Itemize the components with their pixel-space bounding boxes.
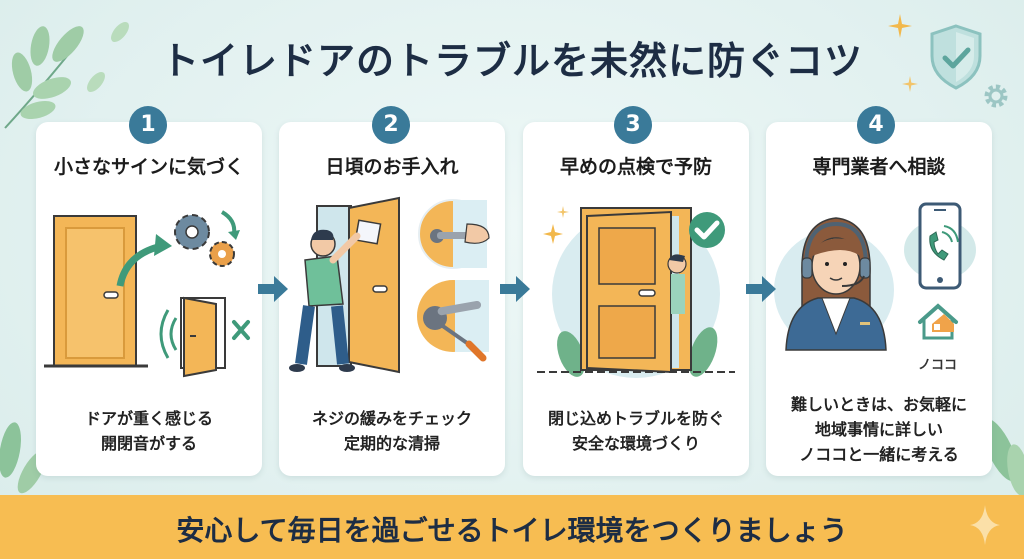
safe-door-check-icon [537,206,735,378]
step-card-1: 小さなサインに気づく ドアが重く感じる 開閉音がする [36,122,262,476]
person-cleaning-door-icon [289,196,490,374]
leaf-branch-icon [4,22,129,129]
arrow-right-icon [258,276,288,302]
gear-icon [984,84,1008,108]
sparkle-icon [888,14,912,38]
step-number-badge: 4 [857,106,895,144]
description-line: ドアが重く感じる [84,409,213,428]
description-line: 地域事情に詳しい [814,420,943,439]
step-title: 専門業者へ相談 [812,156,946,178]
step-card-2: 日頃のお手入れ ネジの緩みをチェック 定期的な清掃 [279,122,505,476]
step-number-badge: 3 [614,106,652,144]
step-title: 日頃のお手入れ [325,156,459,178]
step-title: 小さなサインに気づく [53,156,244,178]
description-line: 難しいときは、お気軽に [790,395,967,414]
support-operator-icon [774,202,976,351]
sparkle-icon [902,76,918,92]
description-line: ノココと一緒に考える [799,445,959,464]
description-line: 開閉音がする [100,434,197,453]
step-description: ドアが重く感じる 開閉音がする [36,406,262,456]
footer-banner: 安心して毎日を過ごせるトイレ環境をつくりましょう [0,495,1024,559]
shield-check-icon [930,24,982,90]
description-line: 定期的な清掃 [343,434,440,453]
step-number-badge: 1 [129,106,167,144]
step-description: 閉じ込めトラブルを防ぐ 安全な環境づくり [523,406,749,456]
arrow-right-icon [746,276,776,302]
door-with-gears-icon [44,210,250,378]
step-number-badge: 2 [372,106,410,144]
description-line: 安全な環境づくり [571,434,700,453]
arrow-right-icon [500,276,530,302]
brand-name: ノココ [918,358,958,373]
step-description: ネジの緩みをチェック 定期的な清掃 [279,406,505,456]
sparkle-icon [970,505,1000,545]
step-card-3: 早めの点検で予防 閉じ込めトラブルを防ぐ 安全な環境づくり [523,122,749,476]
footer-message: 安心して毎日を過ごせるトイレ環境をつくりましょう [176,514,848,547]
step-card-4: 専門業者へ相談 ノココ 難しいときは、お気軽に 地域事情に詳し [766,122,992,476]
step-description: 難しいときは、お気軽に 地域事情に詳しい ノココと一緒に考える [766,392,992,467]
description-line: ネジの緩みをチェック [311,409,472,428]
page-title: トイレドアのトラブルを未然に防ぐコツ [160,39,863,83]
step-title: 早めの点検で予防 [559,156,712,178]
description-line: 閉じ込めトラブルを防ぐ [547,409,724,428]
